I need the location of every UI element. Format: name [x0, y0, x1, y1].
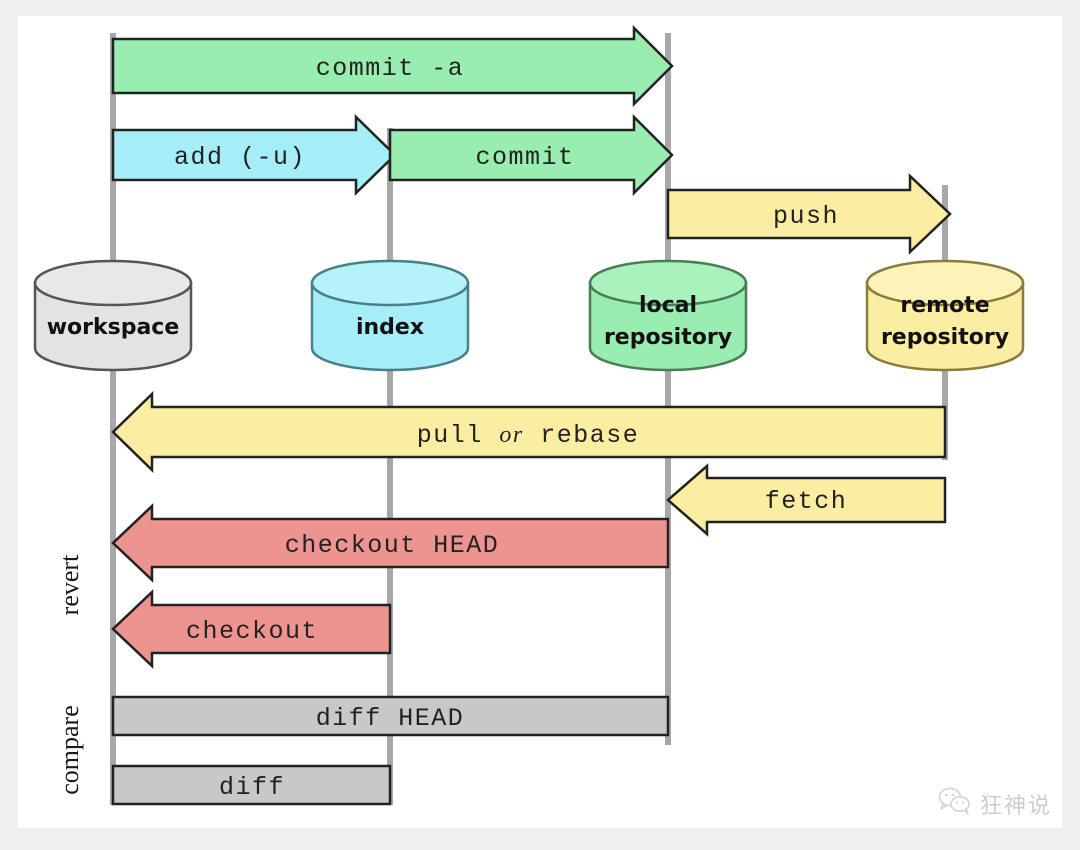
node-workspace-label: workspace [47, 315, 180, 340]
arrow-push-label: push [773, 202, 839, 231]
arrow-pull-or-rebase-shape [111, 391, 947, 473]
rebase-word: rebase [540, 421, 639, 450]
arrow-commit-shape [388, 113, 674, 197]
node-local-repository[interactable]: local repository [588, 259, 748, 372]
node-remote-repository[interactable]: remote repository [865, 259, 1025, 372]
bar-diff-head-label: diff HEAD [316, 704, 465, 733]
node-index[interactable]: index [310, 259, 470, 372]
node-local-repository-label-line1: local [639, 293, 697, 318]
bar-diff: diff [111, 764, 392, 806]
side-label-revert: revert [55, 554, 84, 615]
arrow-fetch: fetch [666, 463, 947, 537]
arrow-checkout-head: checkout HEAD [111, 503, 670, 583]
node-local-repository-label-line2: repository [604, 325, 732, 350]
side-label-compare: compare [55, 705, 84, 795]
node-remote-repository-body [865, 281, 1025, 372]
arrow-checkout-label: checkout [186, 617, 318, 646]
arrow-add-u-label: add (-u) [174, 143, 306, 172]
side-label-revert-text: revert [55, 554, 84, 615]
arrow-checkout: checkout [111, 589, 392, 669]
arrow-checkout-head-label: checkout HEAD [285, 531, 500, 560]
node-workspace-top [33, 259, 193, 307]
watermark: 狂神说 [938, 787, 1052, 820]
arrow-pull-or-rebase: pull or rebase [111, 391, 947, 473]
node-workspace[interactable]: workspace [33, 259, 193, 372]
arrow-push: push [666, 173, 952, 255]
arrow-add-u: add (-u) [111, 114, 397, 196]
node-workspace-body [33, 281, 193, 372]
node-local-repository-body [588, 281, 748, 372]
arrow-add-u-shape [111, 114, 397, 196]
arrow-fetch-label: fetch [765, 487, 848, 516]
wechat-icon [938, 787, 972, 820]
bar-diff-label: diff [219, 773, 285, 802]
watermark-text: 狂神说 [979, 793, 1052, 819]
arrow-commit-label: commit [475, 143, 574, 172]
arrow-commit-a-shape [111, 24, 674, 108]
node-index-top [310, 259, 470, 307]
arrow-fetch-shape [666, 463, 947, 537]
pull-word: pull [417, 421, 483, 450]
arrow-commit-a: commit -a [111, 24, 674, 108]
side-label-compare-text: compare [55, 705, 84, 795]
node-remote-repository-label-line2: repository [881, 325, 1009, 350]
arrow-commit: commit [388, 113, 674, 197]
bar-diff-head: diff HEAD [111, 695, 670, 737]
bar-diff-head-shape [111, 695, 670, 737]
node-remote-repository-label-line1: remote [900, 293, 989, 318]
node-local-repository-top [588, 259, 748, 307]
bar-diff-shape [111, 764, 392, 806]
arrow-checkout-head-shape [111, 503, 670, 583]
node-index-body [310, 281, 470, 372]
arrow-push-shape [666, 173, 952, 255]
arrow-commit-a-label: commit -a [316, 54, 465, 83]
arrow-pull-or-rebase-label: pull or rebase [417, 421, 639, 450]
node-index-label: index [356, 315, 424, 340]
arrow-checkout-shape [111, 589, 392, 669]
node-remote-repository-top [865, 259, 1025, 307]
or-word: or [499, 422, 523, 448]
